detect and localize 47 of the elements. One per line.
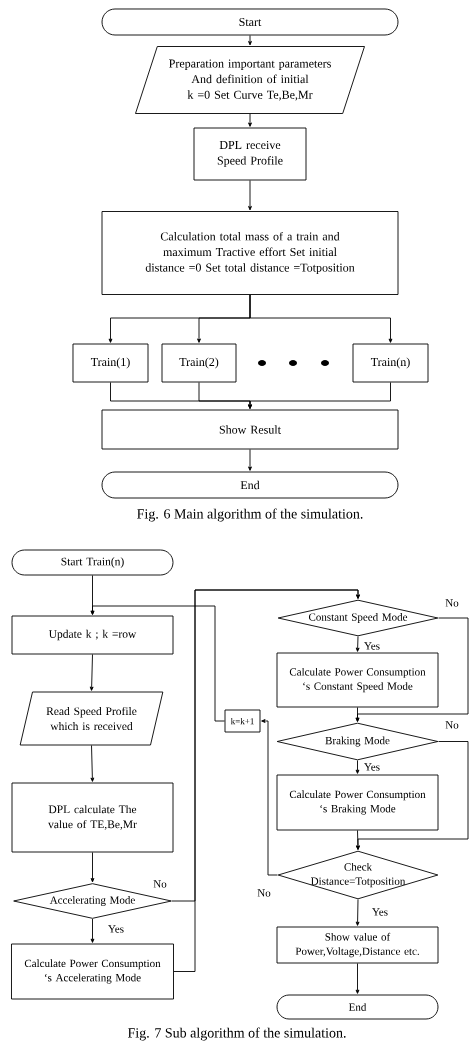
edge-label: Yes — [107, 924, 125, 934]
arrow — [355, 899, 360, 926]
process-box: Train(1) — [72, 343, 149, 383]
process-box: Train(2) — [161, 343, 237, 383]
arrow — [356, 830, 360, 850]
arrow — [248, 35, 252, 46]
arrow — [90, 605, 225, 722]
arrow — [248, 180, 252, 211]
terminal-box: End — [101, 471, 399, 499]
arrow — [173, 589, 360, 972]
process-box: Calculation total mass of a train and maximum Tractive effort Set initial distance =0 Set total distance =Totposition — [101, 211, 399, 295]
arrow — [248, 113, 252, 127]
arrow — [355, 707, 360, 722]
process-box: k=k+1 — [224, 709, 261, 733]
figure-caption: Fig. 7 Sub algorithm of the simulation. — [127, 1027, 346, 1041]
terminal-box: Start — [101, 8, 399, 36]
arrow — [355, 963, 360, 994]
edge-label: Yes — [371, 907, 389, 917]
arrow — [355, 760, 360, 774]
process-box: Calculate Power Consumption ‘s Constant Speed Mode — [276, 652, 439, 708]
figure-caption: Fig. 6 Main algorithm of the simulation. — [137, 508, 363, 522]
process-box: DPL calculate The value of TE,Be,Mr — [11, 782, 174, 853]
arrow — [261, 719, 278, 876]
edge-label: No — [444, 720, 460, 730]
edge-label: Yes — [363, 762, 381, 772]
data-parallelogram: Read Speed Profile which is received — [19, 691, 164, 746]
arrow — [90, 852, 95, 883]
process-box: Calculate Power Consumption ‘s Braking Mode — [276, 774, 439, 831]
arrow — [355, 636, 360, 652]
edge-label: No — [256, 888, 272, 898]
process-box: Update k ; k =row — [11, 615, 174, 655]
process-box: Calculate Power Consumption ‘s Accelerating Mode — [11, 943, 174, 1000]
process-box: Show value of Power,Voltage,Distance etc. — [276, 926, 439, 964]
process-box: Show Result — [101, 409, 399, 450]
terminal-box: Start Train(n) — [11, 549, 174, 576]
arrow — [90, 745, 95, 782]
arrow — [248, 449, 252, 471]
arrow — [249, 294, 393, 343]
arrow — [90, 918, 95, 943]
edge-label: Yes — [363, 641, 381, 651]
process-box: Train(n) — [352, 343, 429, 383]
edge-label: No — [444, 598, 460, 608]
arrow — [89, 654, 94, 691]
data-parallelogram: Preparation important parameters And definition of initial k =0 Set Curve Te,Be,Mr — [135, 46, 365, 114]
process-box: DPL receive Speed Profile — [193, 127, 307, 181]
arrow — [248, 382, 391, 409]
terminal-box: End — [276, 994, 439, 1020]
